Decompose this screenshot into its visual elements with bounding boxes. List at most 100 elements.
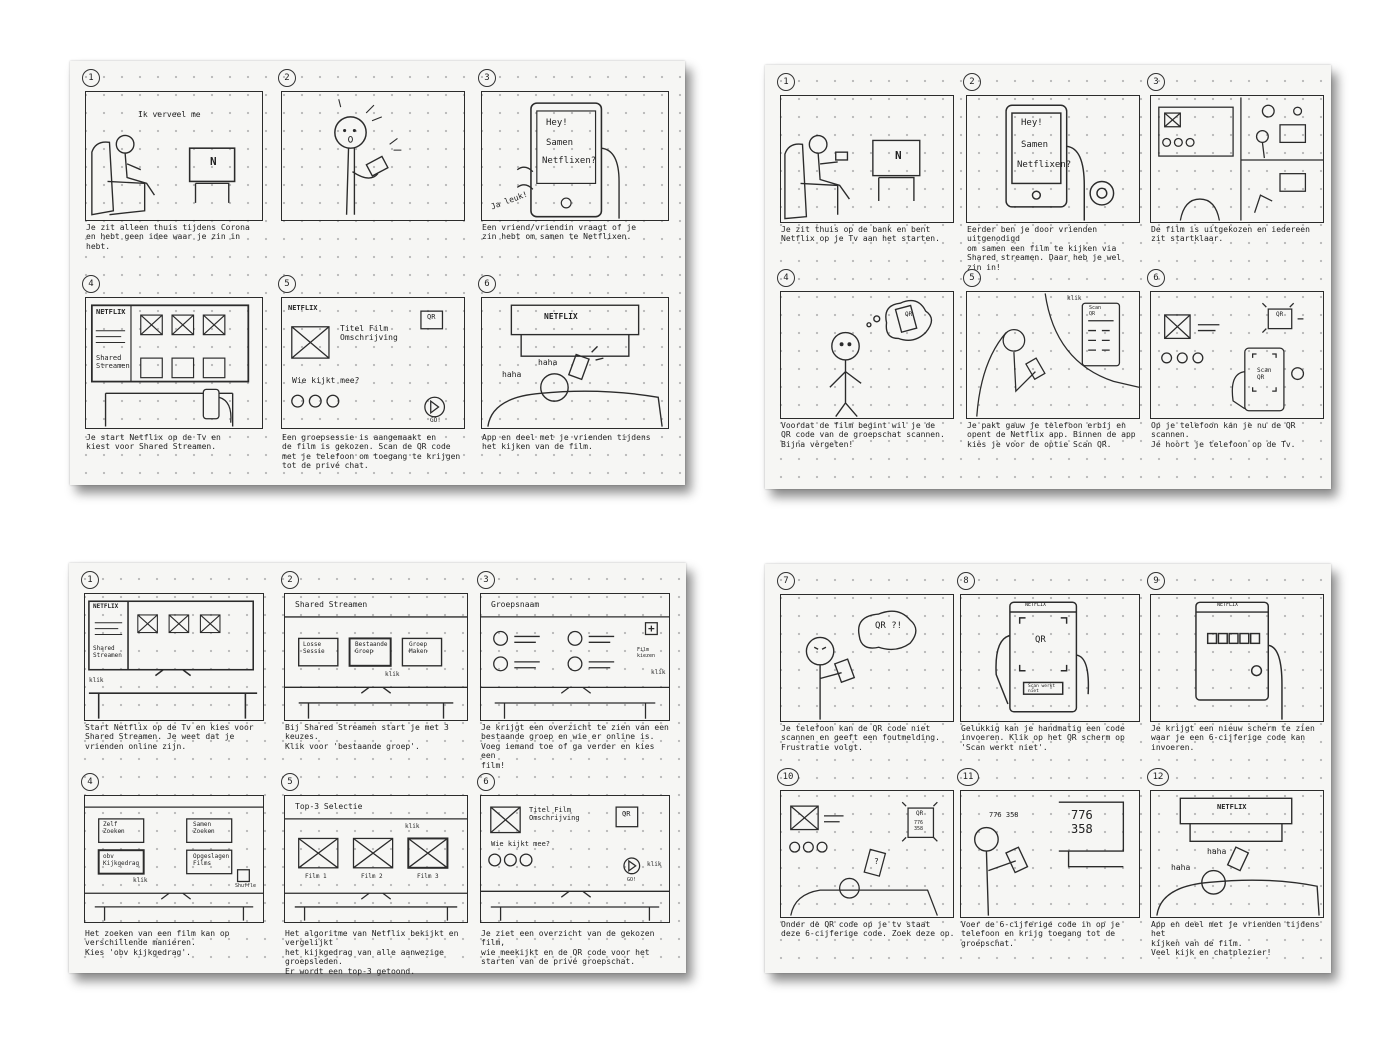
scan-fails-button: Scan werkt niet	[1028, 684, 1056, 695]
sketch-group-session-screen-icon	[291, 310, 446, 418]
panel-a1: 1 Ik verveel me N Je zit alleen thuis ti…	[82, 69, 266, 251]
netflix-logo: NETFLIX	[1217, 803, 1247, 811]
code-note: 776 358	[989, 811, 1019, 819]
chat-line: Netflixen?	[542, 156, 597, 166]
panel-caption: Het zoeken van een film kan op verschill…	[85, 929, 230, 957]
sketch-person-entering-code-icon	[974, 801, 1125, 916]
panel-frame: NETFLIX haha haha	[1150, 790, 1324, 918]
panel-b2: 2 Hey! Samen Netflixen? Eerder ben je do…	[963, 73, 1143, 272]
netflix-logo: NETFLIX	[1217, 602, 1239, 608]
panel-caption: Je krijgt een overzicht te zien van een …	[481, 723, 669, 770]
group-name-title: Groepsnaam	[491, 600, 540, 609]
panel-number: 2	[278, 69, 296, 87]
option-obv-kijkgedrag: obv Kijkgedrag	[103, 853, 140, 867]
panel-caption: Onder de QR code op je tv staat deze 6-c…	[781, 920, 955, 939]
qr-code: QR	[427, 313, 436, 321]
sketch-phone-qr-scanner-icon	[995, 601, 1090, 713]
laugh-text: haha	[502, 370, 522, 379]
qr-code: QR	[905, 311, 913, 318]
thought-text: Ik verveel me	[138, 110, 201, 119]
who-watches-label: Wie kijkt mee?	[292, 376, 360, 385]
option-losse-sessie: Losse Sessie	[303, 641, 325, 655]
option-bestaande-groep: Bestaande Groep	[355, 641, 388, 655]
panel-frame: klik Scan QR	[966, 291, 1140, 419]
panel-frame: Top-3 Selectie Film 1 Film 2 Film 3 klik	[284, 795, 468, 923]
panel-b3: 3 De film is uitgekozen en iedere	[1147, 73, 1327, 253]
sketch-scan-qr-on-tv-icon	[1161, 302, 1305, 412]
panel-frame: NETFLIX Shared Streamen klik	[84, 593, 264, 721]
option-zelf-zoeken: Zelf Zoeken	[103, 821, 125, 835]
sketch-hand-holding-phone-icon	[516, 102, 620, 219]
sketch-phone-chat-invite-icon	[1005, 104, 1115, 221]
sketch-armchair-person-tv-icon	[91, 134, 236, 216]
storyboard-sheet-a: 1 Ik verveel me N Je zit alleen thuis ti…	[70, 61, 685, 485]
panel-number: 7	[777, 572, 795, 590]
panel-number: 12	[1147, 768, 1169, 786]
sketch-frustrated-person-qr-error-icon	[805, 610, 917, 720]
screen-title: Top-3 Selectie	[295, 802, 363, 811]
laugh-text: haha	[1207, 847, 1227, 856]
panel-number: 1	[777, 73, 795, 91]
qr-error-text: QR ?!	[875, 621, 903, 631]
panel-caption: Voer de 6-cijferige code in op je telefo…	[961, 920, 1120, 948]
netflix-logo: NETFLIX	[93, 603, 119, 610]
panel-caption: App en deel met je vrienden tijdens het …	[1151, 920, 1320, 958]
panel-frame: QR 776 358 ?	[780, 790, 954, 918]
netflix-logo: NETFLIX	[288, 304, 318, 312]
panel-c1: 1 NETFLIX Shared Streamen klik	[81, 571, 267, 761]
panel-c6: 6 Titel Film Omschrijving QR Wie kijkt m…	[477, 773, 673, 968]
scan-qr-label: Scan QR	[1257, 367, 1272, 381]
screen-title: Shared Streamen	[295, 600, 368, 609]
panel-number: 10	[777, 768, 799, 786]
panel-c5: 5 Top-3 Selectie Film 1 Film 2 Film 3 kl…	[281, 773, 471, 976]
panel-d11: 11 776 358 776 358 Voer de 6-cijferige c…	[957, 768, 1143, 968]
panel-number: 4	[82, 275, 100, 293]
panel-caption: Voordat de film begint wil je de QR code…	[781, 421, 945, 449]
sketch-watching-tv-laughing-icon	[1156, 797, 1320, 916]
panel-frame: NETFLIX Shared Streamen	[85, 297, 263, 429]
question-mark: ?	[874, 857, 879, 866]
option-samen-zoeken: Samen Zoeken	[193, 821, 215, 835]
film-kiezen-label: Film kiezen	[637, 647, 656, 659]
panel-c4: 4 Zelf Zoeken Samen Zoeken obv Kijkgedra…	[81, 773, 267, 968]
panel-caption: Je krijgt een nieuw scherm te zien waar …	[1151, 724, 1315, 752]
tv-logo: N	[895, 149, 902, 162]
chat-line: Hey!	[1021, 118, 1043, 128]
click-label: klik	[405, 823, 420, 830]
sketch-person-phone-notification-icon	[334, 99, 402, 215]
panel-a5: 5 NETFLIX Titel Film Omschrijving QR Wie…	[278, 275, 468, 475]
panel-b4: 4 QR Voordat de film begint wil je de QR…	[777, 269, 957, 479]
laugh-text: haha	[538, 358, 558, 367]
panel-caption: Eerder ben je door vrienden uitgenodigd …	[967, 225, 1122, 272]
panel-number: 5	[281, 773, 299, 791]
panel-a3: 3 Hey! Samen Netflixen? Ja leuk! Een vri…	[478, 69, 672, 241]
panel-caption: Je telefoon kan de QR code niet scannen …	[781, 724, 940, 752]
option-groep-maken: Groep Maken	[409, 641, 428, 655]
sketch-person-thinking-qr-icon	[829, 299, 933, 418]
panel-frame: QR ?!	[780, 594, 954, 722]
storyboard-sheet-b: 1 N Je zit thuis op de bank en bent Netf…	[765, 65, 1331, 489]
netflix-logo: NETFLIX	[96, 308, 126, 316]
click-label: klik	[133, 877, 148, 884]
panel-a2: 2	[278, 69, 468, 229]
panel-c2: 2 Shared Streamen Losse Sessie Bestaande…	[281, 571, 471, 761]
sketch-group-overview-icon	[481, 616, 669, 719]
panel-caption: Op je telefoon kan je nu de QR scannen. …	[1151, 421, 1296, 449]
menu-shared-streamen: Shared Streamen	[93, 645, 122, 659]
six-digit-code: 776 358	[914, 820, 924, 832]
panel-caption: Een groepsessie is aangemaakt en de film…	[282, 433, 461, 471]
panel-number: 6	[477, 773, 495, 791]
panel-frame: Hey! Samen Netflixen?	[966, 95, 1140, 223]
panel-number: 3	[477, 571, 495, 589]
storyboard-sheet-d: 7 QR ?! Je telefoon kan de QR code niet …	[765, 564, 1331, 973]
panel-a6: 6 NETFLIX haha haha App en deel met je v…	[478, 275, 672, 475]
film-title: Titel Film Omschrijving	[340, 324, 398, 343]
qr-code: QR	[916, 810, 924, 817]
panel-caption: Het algoritme van Netflix bekijkt en ver…	[285, 929, 459, 976]
who-watches-label: Wie kijkt mee?	[491, 840, 551, 848]
netflix-logo: NETFLIX	[1025, 602, 1047, 608]
film-3-label: Film 3	[417, 873, 439, 880]
panel-number: 2	[963, 73, 981, 91]
panel-caption: Gelukkig kan je handmatig een code invoe…	[961, 724, 1125, 752]
tv-six-digit-code: 776 358	[1071, 808, 1093, 836]
